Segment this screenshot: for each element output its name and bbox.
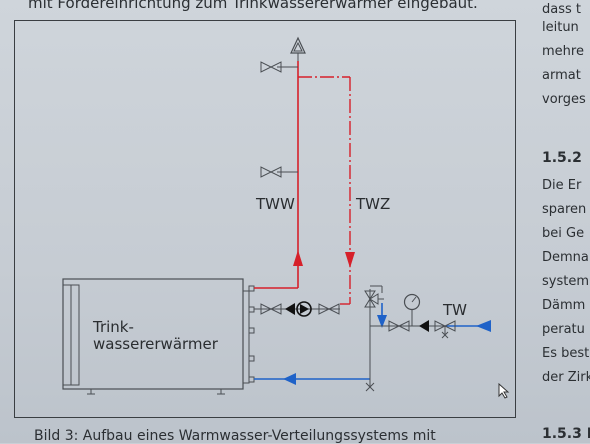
cold-feed-line	[254, 289, 375, 392]
right-column-line: armat	[542, 68, 581, 83]
air-vent-icon	[290, 36, 306, 61]
tww-hot-line	[254, 61, 303, 289]
twz-label: TWZ	[355, 195, 390, 213]
check-valve-icon	[285, 303, 295, 315]
right-column-line: Es best	[542, 346, 590, 361]
tw-label: TW	[442, 301, 467, 319]
tap-valve-middle	[260, 166, 298, 178]
twz-return-line	[298, 76, 351, 305]
drain-arrow-icon	[377, 315, 387, 328]
header-text: mit Fördereinrichtung zum Trinkwassererw…	[28, 0, 478, 12]
figure-frame: Trink- wassererwärmer	[14, 20, 516, 418]
tww-label: TWW	[255, 195, 295, 213]
twz-arrow-icon	[345, 252, 355, 268]
right-column-line: Die Er	[542, 178, 582, 193]
right-column-line: 1.5.2	[542, 150, 582, 166]
figure-caption: Bild 3: Aufbau eines Warmwasser-Verteilu…	[34, 428, 436, 444]
safety-valve-icon	[364, 285, 384, 308]
tap-valve-top	[260, 61, 298, 73]
right-column-line: leitun	[542, 20, 579, 35]
mouse-cursor-icon	[498, 382, 510, 403]
right-column-line: sparen	[542, 202, 587, 217]
circulation-pump-icon	[296, 301, 312, 317]
right-column-line: vorges	[542, 92, 586, 107]
heater-label-1: Trink-	[92, 318, 134, 336]
right-column-line: mehre	[542, 44, 584, 59]
distribution-diagram: Trink- wassererwärmer	[62, 36, 491, 395]
tw-inlet-line	[370, 320, 491, 339]
right-column-line: dass t	[542, 2, 581, 17]
right-column-line: system	[542, 274, 589, 289]
right-column-line: Demna	[542, 250, 589, 265]
heater-label-2: wassererwärmer	[93, 335, 219, 353]
pressure-gauge-icon	[403, 293, 421, 326]
right-column-line: 1.5.3 I	[542, 426, 590, 442]
right-column-line: bei Ge	[542, 226, 585, 241]
water-heater: Trink- wassererwärmer	[62, 278, 250, 395]
right-column-line: der Zirk	[542, 370, 590, 385]
right-column-line: peratu	[542, 322, 585, 337]
right-column-line: Dämm	[542, 298, 586, 313]
